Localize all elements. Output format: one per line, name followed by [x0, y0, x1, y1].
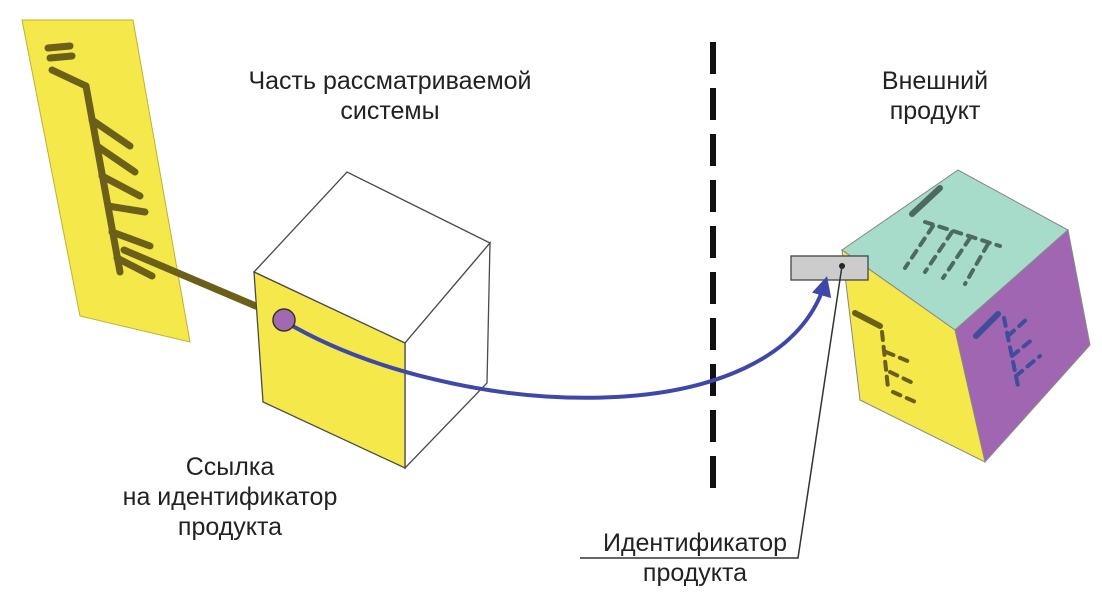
external-product-cube [841, 169, 1091, 464]
identifier-label-line1: Идентификатор [602, 529, 788, 557]
system-part-label: Часть рассматриваемой системы [210, 66, 570, 126]
reference-label: Ссылка на идентификатор продукта [95, 452, 365, 542]
system-part-label-line1: Часть рассматриваемой [248, 67, 532, 95]
reference-arrow [282, 276, 832, 400]
system-part-label-line2: системы [340, 97, 440, 125]
external-product-label-line2: продукт [889, 97, 981, 125]
external-product-label: Внешний продукт [845, 66, 1025, 126]
external-product-label-line1: Внешний [881, 67, 989, 95]
product-identifier-tag [790, 255, 869, 281]
reference-label-line2: на идентификатор [122, 483, 338, 511]
identifier-label: Идентификатор продукта [570, 528, 820, 588]
identifier-leader-line [580, 265, 843, 559]
reference-label-line3: продукта [177, 513, 283, 541]
identifier-label-line2: продукта [642, 559, 748, 587]
tree-document-icon [21, 19, 191, 343]
reference-label-line1: Ссылка [185, 453, 275, 481]
reference-dot [272, 308, 296, 332]
